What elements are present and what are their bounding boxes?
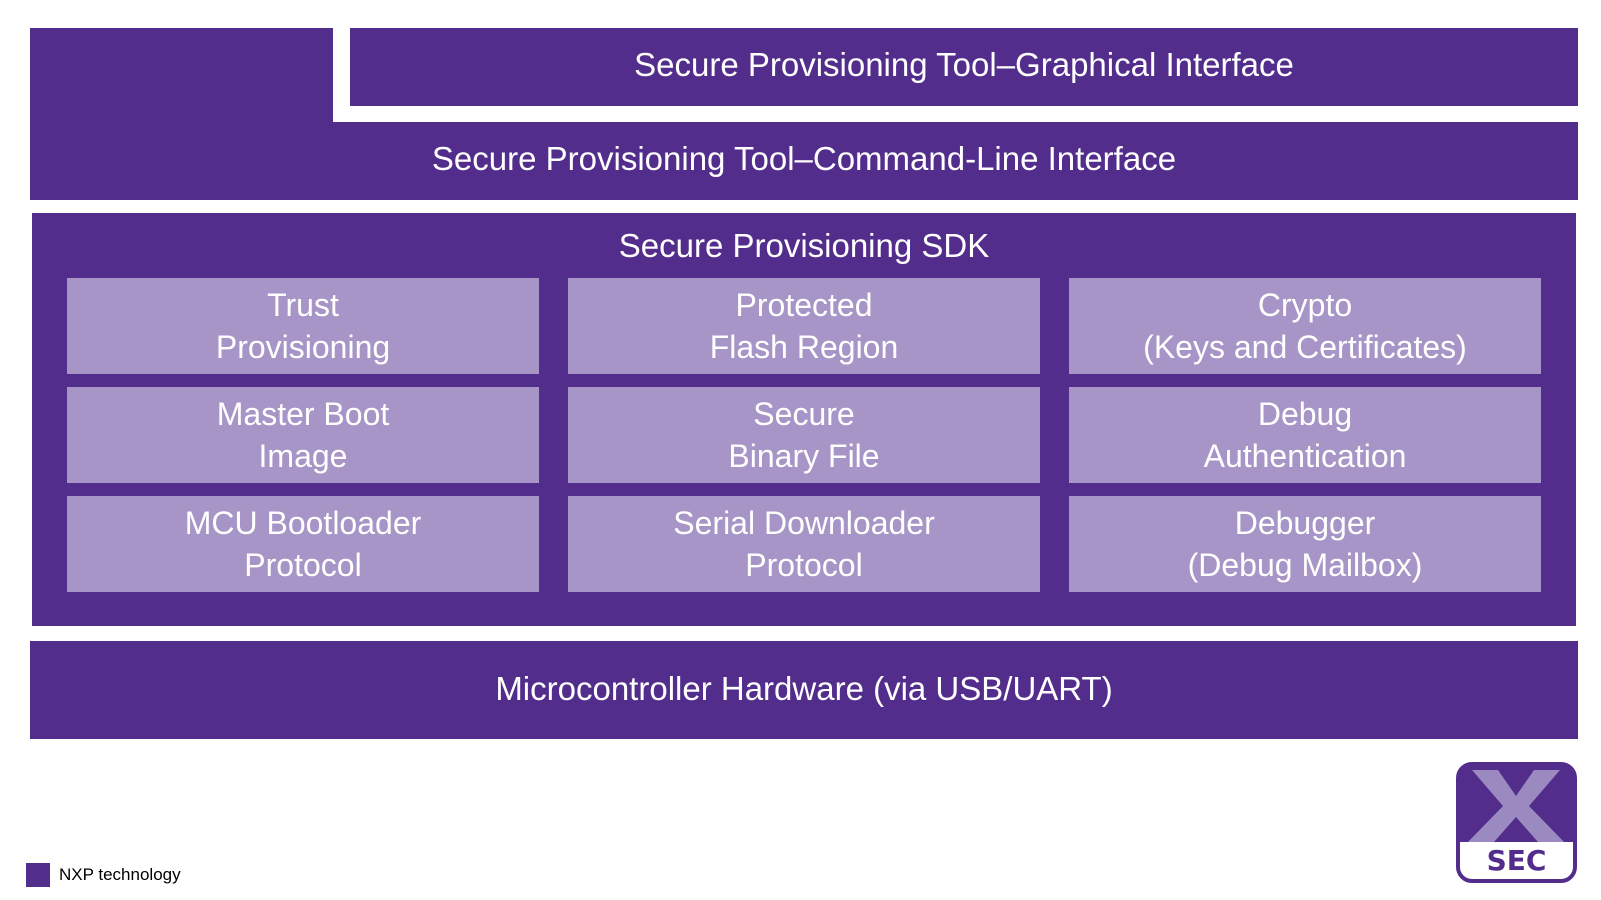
cli-layer-label: Secure Provisioning Tool–Command-Line In… xyxy=(431,140,1177,177)
module-line-2: Flash Region xyxy=(709,329,899,365)
module-line-1: Crypto xyxy=(1257,287,1353,323)
module-line-1: MCU Bootloader xyxy=(184,505,422,541)
logo-text: SEC xyxy=(1487,844,1547,877)
legend-label: NXP technology xyxy=(59,865,181,884)
module-line-1: Protected xyxy=(735,287,873,323)
module-line-2: (Keys and Certificates) xyxy=(1143,329,1467,365)
hardware-layer: Microcontroller Hardware (via USB/UART) xyxy=(30,641,1578,739)
module-line-2: Authentication xyxy=(1203,438,1407,474)
cli-layer: Secure Provisioning Tool–Command-Line In… xyxy=(30,122,1578,200)
module-line-2: Image xyxy=(258,438,348,474)
module-line-2: Provisioning xyxy=(215,329,391,365)
cli-layer-upper-extension xyxy=(30,28,333,122)
module-secure-binary-file: Secure Binary File xyxy=(568,387,1040,483)
gui-layer-label: Secure Provisioning Tool–Graphical Inter… xyxy=(634,46,1294,83)
sdk-title: Secure Provisioning SDK xyxy=(618,227,990,264)
module-line-1: Serial Downloader xyxy=(673,505,935,541)
module-trust-provisioning: Trust Provisioning xyxy=(67,278,539,374)
module-protected-flash-region: Protected Flash Region xyxy=(568,278,1040,374)
module-mcu-bootloader-protocol: MCU Bootloader Protocol xyxy=(67,496,539,592)
module-line-2: Protocol xyxy=(745,547,863,583)
module-line-2: Binary File xyxy=(728,438,880,474)
module-serial-downloader-protocol: Serial Downloader Protocol xyxy=(568,496,1040,592)
module-line-2: Protocol xyxy=(244,547,362,583)
legend-swatch xyxy=(26,863,50,887)
legend: NXP technology xyxy=(26,863,181,887)
hardware-layer-label: Microcontroller Hardware (via USB/UART) xyxy=(495,670,1113,707)
sdk-layer: Secure Provisioning SDK Trust Provisioni… xyxy=(32,213,1576,626)
module-line-1: Master Boot xyxy=(216,396,390,432)
module-debug-authentication: Debug Authentication xyxy=(1069,387,1541,483)
x-sec-logo-icon: SEC xyxy=(1456,762,1577,883)
gui-layer: Secure Provisioning Tool–Graphical Inter… xyxy=(350,28,1578,106)
module-line-1: Debugger xyxy=(1234,505,1376,541)
module-debugger: Debugger (Debug Mailbox) xyxy=(1069,496,1541,592)
module-line-1: Secure xyxy=(753,396,855,432)
module-line-1: Trust xyxy=(267,287,339,323)
module-line-2: (Debug Mailbox) xyxy=(1187,547,1423,583)
module-master-boot-image: Master Boot Image xyxy=(67,387,539,483)
module-line-1: Debug xyxy=(1257,396,1353,432)
module-crypto: Crypto (Keys and Certificates) xyxy=(1069,278,1541,374)
